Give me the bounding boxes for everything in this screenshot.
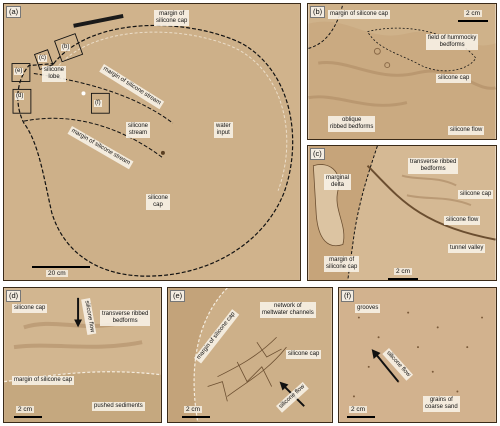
label-f-grooves: grooves (355, 304, 381, 313)
label-water-input: water input (214, 122, 233, 138)
label-b-silicone-flow: silicone flow (448, 126, 485, 135)
label-d-silicone-cap: silicone cap (12, 304, 48, 313)
panel-a-label: (a) (6, 6, 22, 18)
scale-bar-e (182, 416, 210, 418)
silicone-cap-shape (17, 24, 294, 277)
panel-b: (b) margin of silicone cap field of humm… (307, 3, 497, 140)
label-c-silicone-flow: silicone flow (444, 216, 481, 225)
panel-c-label: (c) (310, 148, 325, 160)
scale-bar-f (347, 416, 375, 418)
box-label-b: (b) (61, 44, 71, 51)
panel-b-label: (b) (310, 6, 326, 18)
scale-bar-c (388, 278, 418, 280)
box-label-f: (f) (94, 100, 102, 107)
label-b-silicone-cap: silicone cap (436, 74, 472, 83)
panel-c: (c) marginal delta transverse ribbed bed… (307, 145, 497, 281)
label-silicone-lobe: silicone lobe (42, 66, 67, 82)
label-e-silicone-cap: silicone cap (286, 350, 322, 359)
label-silicone-cap: silicone cap (146, 194, 171, 210)
meltwater-channels (207, 336, 287, 402)
label-c-silicone-cap: silicone cap (458, 190, 494, 199)
scale-text-d: 2 cm (16, 406, 35, 413)
panel-f-label: (f) (341, 290, 355, 302)
panel-a: (a) margin of silicone cap silicone lobe… (3, 3, 301, 281)
label-b-oblique: oblique ribbed bedforms (328, 116, 376, 132)
tunnel-valley-line (366, 165, 496, 241)
label-silicone-stream: silicone stream (126, 122, 151, 138)
label-f-grains: grains of coarse sand (423, 396, 460, 412)
stream-margin-upper (33, 73, 174, 124)
label-c-tunnel-valley: tunnel valley (448, 244, 486, 253)
label-c-transverse: transverse ribbed bedforms (408, 158, 459, 174)
flow-arrow-f (375, 354, 400, 383)
panel-d-label: (d) (6, 290, 22, 302)
scale-bar-a (32, 266, 90, 268)
label-d-transverse: transverse ribbed bedforms (100, 310, 151, 326)
scale-text-b: 2 cm (464, 10, 483, 17)
label-d-pushed: pushed sediments (92, 402, 145, 411)
box-label-e: (e) (14, 68, 24, 75)
panel-a-photo (4, 4, 300, 280)
box-label-c: (c) (38, 55, 47, 62)
box-b (54, 33, 84, 63)
scale-bar-d (14, 416, 42, 418)
panel-b-photo (308, 4, 496, 139)
label-e-network: network of meltwater channels (260, 302, 316, 318)
scale-text-e: 2 cm (184, 406, 203, 413)
box-d (12, 88, 32, 114)
label-margin-cap-top: margin of silicone cap (154, 10, 190, 26)
scale-text-f: 2 cm (349, 406, 368, 413)
box-label-d: (d) (15, 93, 25, 100)
label-d-margin-cap: margin of silicone cap (12, 376, 75, 385)
stream-margin-lower (23, 117, 164, 159)
box-e (11, 63, 31, 82)
label-c-marginal-delta: marginal delta (324, 174, 352, 190)
cap-margin-d (4, 371, 161, 383)
cap-margin-e (193, 288, 228, 422)
panel-e-label: (e) (170, 290, 186, 302)
label-b-margin-cap: margin of silicone cap (328, 10, 391, 19)
cap-margin-c (347, 146, 378, 280)
box-f (90, 92, 110, 114)
panel-e: (e) network of meltwater channels margin… (167, 287, 333, 423)
panel-f: (f) grooves silicone flow grains of coar… (338, 287, 497, 423)
panel-d: (d) silicone cap silicone flow transvers… (3, 287, 162, 423)
label-b-hummocky: field of hummocky bedforms (426, 34, 479, 50)
scale-bar-b (458, 20, 488, 22)
scale-text-c: 2 cm (394, 268, 413, 275)
scale-text-a: 20 cm (46, 270, 68, 277)
hummocky-field-outline (366, 27, 477, 72)
label-c-margin-cap: margin of silicone cap (324, 256, 360, 272)
water-input-point (160, 150, 165, 155)
